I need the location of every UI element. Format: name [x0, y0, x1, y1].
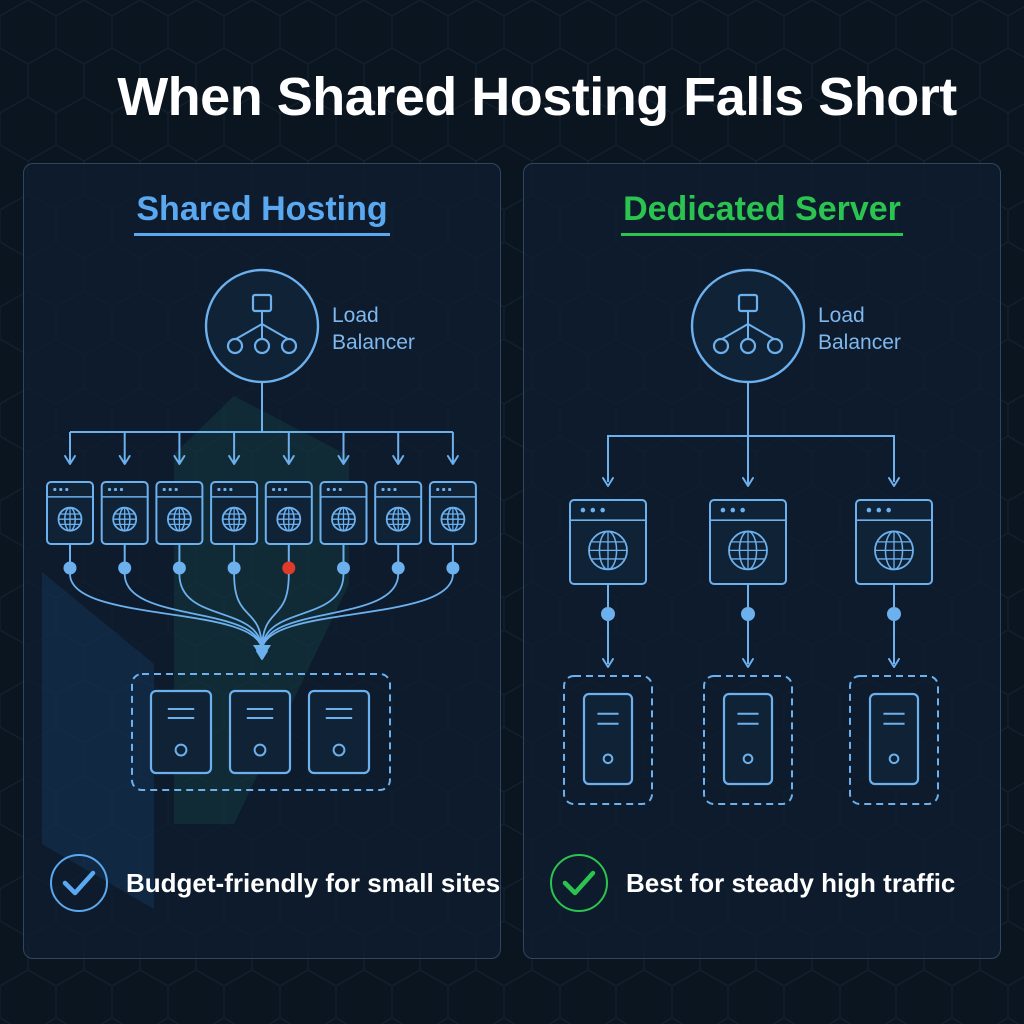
browser-globe-icon — [569, 499, 647, 585]
browser-globe-icon — [46, 481, 94, 545]
server-frame — [703, 675, 793, 805]
converging-line — [123, 573, 263, 652]
server-tower-icon — [722, 692, 774, 786]
dedicated-footer-text: Best for steady high traffic — [626, 868, 956, 898]
server-tower-icon — [228, 689, 292, 775]
node-dot — [446, 561, 460, 575]
converging-line — [178, 573, 263, 652]
server-tower-icon — [582, 692, 634, 786]
converging-line — [261, 573, 345, 652]
dedicated-network — [563, 268, 939, 805]
browser-globe-icon — [374, 481, 423, 545]
browser-globe-icon — [210, 481, 259, 545]
dedicated-server-panel: Dedicated Server Load Balancer Best for … — [523, 163, 1001, 959]
shared-hosting-diagram — [42, 268, 477, 909]
converging-line — [261, 573, 290, 652]
network-hub-icon — [204, 268, 320, 384]
node-dot — [741, 607, 755, 621]
converging-line — [261, 573, 400, 652]
dedicated-server-diagram — [563, 268, 939, 805]
browser-globe-icon — [100, 481, 149, 545]
node-dot — [172, 561, 186, 575]
node-dot — [227, 561, 241, 575]
check-icon — [550, 854, 608, 912]
browser-globe-icon — [319, 481, 368, 545]
distribution-bus — [607, 435, 895, 482]
shared-hosting-panel: Shared Hosting Load Balancer Budget-frie… — [23, 163, 501, 959]
node-dot — [887, 607, 901, 621]
server-tower-icon — [307, 689, 371, 775]
shared-hosting-heading: Shared Hosting — [24, 190, 500, 236]
converging-line — [261, 573, 454, 652]
browser-globe-icon — [264, 481, 313, 545]
dedicated-footer: Best for steady high traffic — [524, 854, 1000, 916]
network-hub-icon — [690, 268, 806, 384]
shared-balancer-label: Load Balancer — [332, 304, 415, 354]
server-tower-icon — [868, 692, 920, 786]
browser-globe-icon — [709, 499, 787, 585]
shared-footer: Budget-friendly for small sites — [24, 854, 500, 916]
server-tower-icon — [149, 689, 213, 775]
node-dot — [391, 561, 405, 575]
dedicated-balancer-label: Load Balancer — [818, 304, 901, 354]
converging-line — [233, 573, 263, 652]
shared-network — [46, 268, 477, 791]
check-icon — [50, 854, 108, 912]
dedicated-server-heading: Dedicated Server — [524, 190, 1000, 236]
browser-globe-icon — [155, 481, 204, 545]
browser-globe-icon — [428, 481, 477, 545]
browser-globe-icon — [855, 499, 933, 585]
arrow-head — [253, 645, 271, 659]
node-dot — [601, 607, 615, 621]
server-frame — [563, 675, 653, 805]
server-pool-frame — [131, 673, 391, 791]
node-dot — [118, 561, 132, 575]
alert-dot — [282, 561, 296, 575]
server-frame — [849, 675, 939, 805]
node-dot — [63, 561, 77, 575]
node-dot — [337, 561, 350, 575]
page-title: When Shared Hosting Falls Short — [117, 67, 957, 127]
shared-footer-text: Budget-friendly for small sites — [126, 868, 501, 898]
decor-shape-blue — [42, 572, 154, 909]
converging-line — [69, 573, 263, 652]
